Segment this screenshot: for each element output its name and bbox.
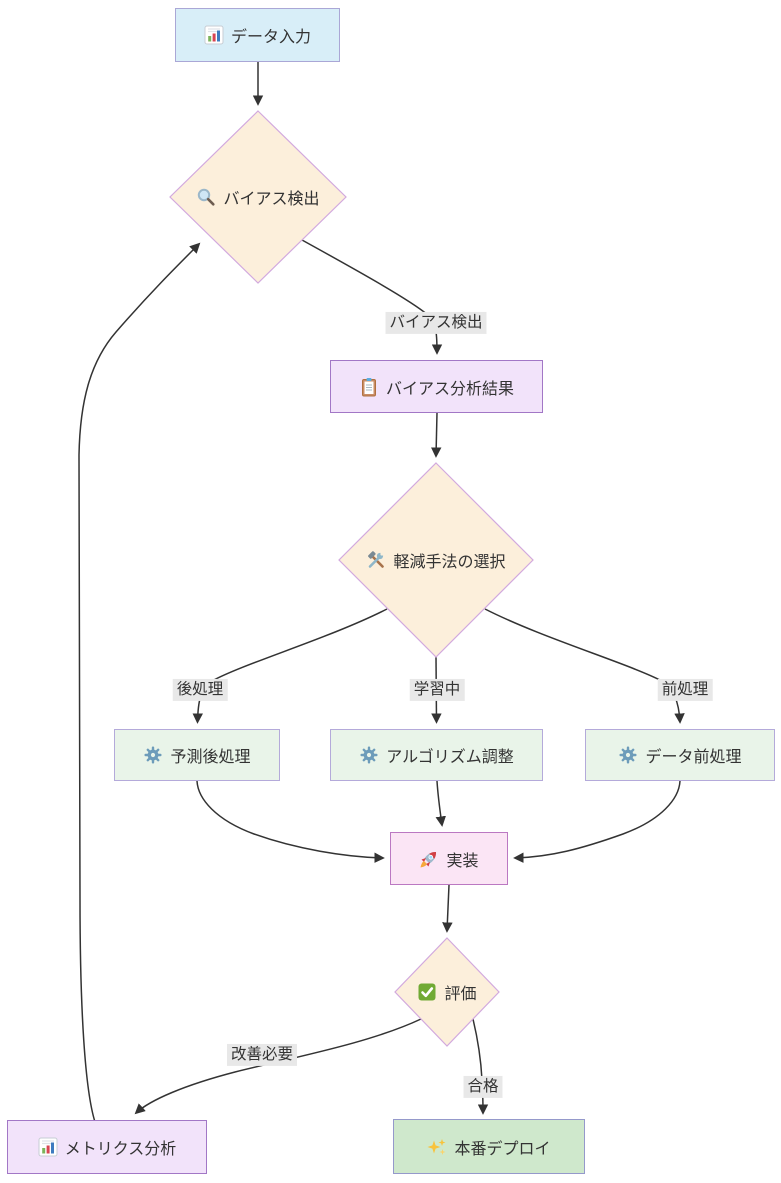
magnifier-icon: [196, 187, 216, 207]
node-mitigation-method-selection: 軽減手法の選択: [326, 546, 546, 574]
node-algorithm-adjustment: アルゴリズム調整: [330, 729, 543, 781]
node-implementation: 実装: [390, 832, 508, 885]
node-bias-analysis-result: バイアス分析結果: [330, 360, 543, 413]
edge-implementation-to-evaluation: [442, 884, 453, 933]
edge-bias-detection-to-bias-analysis: [301, 239, 443, 355]
edge-label-bias-detected: バイアス検出: [385, 311, 487, 335]
node-label: データ入力: [230, 29, 311, 46]
node-mitigation-selection-shape: [338, 462, 534, 658]
node-label: メトリクス分析: [64, 1141, 177, 1158]
edge-label-needs-improvement: 改善必要: [226, 1043, 298, 1067]
node-bias-detection-shape: [169, 110, 347, 284]
gear-icon: [143, 745, 163, 765]
node-label: バイアス検出: [223, 191, 320, 208]
node-prediction-postprocessing: 予測後処理: [114, 729, 280, 781]
edge-post-prediction-to-implementation: [196, 780, 385, 864]
edge-label-pass: 合格: [463, 1075, 503, 1099]
rocket-icon: [419, 849, 439, 869]
edge-metrics-to-bias-detection: [77, 242, 201, 1123]
gear-icon: [359, 745, 379, 765]
edge-mitigation-to-data-preprocess: [484, 608, 685, 724]
check-icon: [417, 982, 437, 1002]
node-label: 評価: [444, 986, 477, 1003]
edge-label-postprocessing: 後処理: [172, 678, 228, 702]
edge-mitigation-to-post-prediction: [192, 608, 388, 724]
node-label: データ前処理: [645, 749, 742, 766]
clipboard-icon: [359, 377, 379, 397]
node-label: バイアス分析結果: [385, 380, 514, 398]
hammer-wrench-icon: [366, 550, 386, 570]
node-label: 本番デプロイ: [454, 1140, 551, 1158]
node-evaluation: 評価: [377, 978, 517, 1006]
node-metrics-analysis: メトリクス分析: [7, 1120, 207, 1174]
node-production-deploy: 本番デプロイ: [393, 1119, 585, 1174]
node-label: アルゴリズム調整: [386, 749, 514, 766]
node-data-preprocessing: データ前処理: [585, 729, 775, 781]
edge-data-preprocess-to-implementation: [513, 780, 681, 864]
edge-evaluation-to-deploy: [472, 1018, 489, 1115]
bar-chart-icon: [38, 1137, 58, 1157]
edge-label-during-training: 学習中: [409, 678, 465, 702]
node-evaluation-shape: [394, 937, 500, 1047]
edge-algorithm-adjust-to-implementation: [435, 780, 446, 827]
node-bias-detection: バイアス検出: [158, 183, 358, 211]
node-label: 実装: [446, 852, 479, 870]
sparkles-icon: [427, 1137, 447, 1157]
edge-label-preprocessing: 前処理: [657, 678, 713, 702]
edge-evaluation-to-metrics: [134, 1018, 422, 1115]
edge-bias-analysis-to-mitigation: [430, 412, 442, 458]
node-label: 軽減手法の選択: [393, 554, 506, 571]
gear-icon: [618, 745, 638, 765]
bar-chart-icon: [204, 25, 224, 45]
node-label: 予測後処理: [170, 749, 251, 766]
node-data-input: データ入力: [175, 8, 340, 62]
